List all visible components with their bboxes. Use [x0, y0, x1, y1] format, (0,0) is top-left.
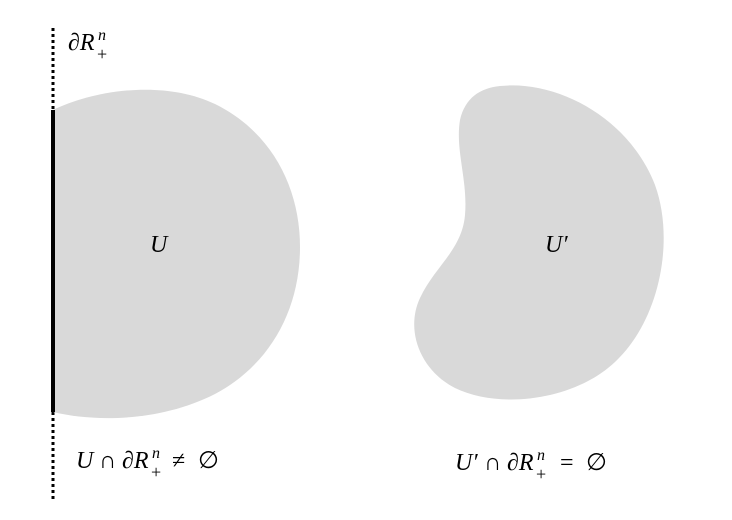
right-caption-mid: ∂R: [507, 450, 534, 476]
left-caption-rel: ≠: [172, 448, 185, 474]
region-u-prime-label: U′: [545, 232, 568, 258]
left-caption-op: ∩: [99, 448, 116, 474]
right-caption-sub: +: [536, 464, 546, 484]
right-caption-lead: U′: [455, 450, 478, 476]
right-caption-op: ∩: [484, 450, 501, 476]
right-caption-sup: n: [537, 447, 545, 464]
region-u-prime-shape: [414, 85, 664, 400]
left-caption-mid: ∂R: [122, 448, 149, 474]
boundary-label-sub: +: [97, 44, 107, 64]
region-u-label: U: [150, 232, 169, 258]
right-caption-set: ∅: [586, 450, 607, 476]
left-caption-sup: n: [152, 445, 160, 462]
left-caption-sub: +: [151, 462, 161, 482]
left-caption-set: ∅: [198, 448, 219, 474]
boundary-label: ∂R: [68, 30, 95, 56]
right-caption-rel: =: [560, 450, 574, 476]
left-caption-lead: U: [76, 448, 95, 474]
boundary-label-sup: n: [98, 27, 106, 44]
region-u-shape: [53, 89, 300, 419]
